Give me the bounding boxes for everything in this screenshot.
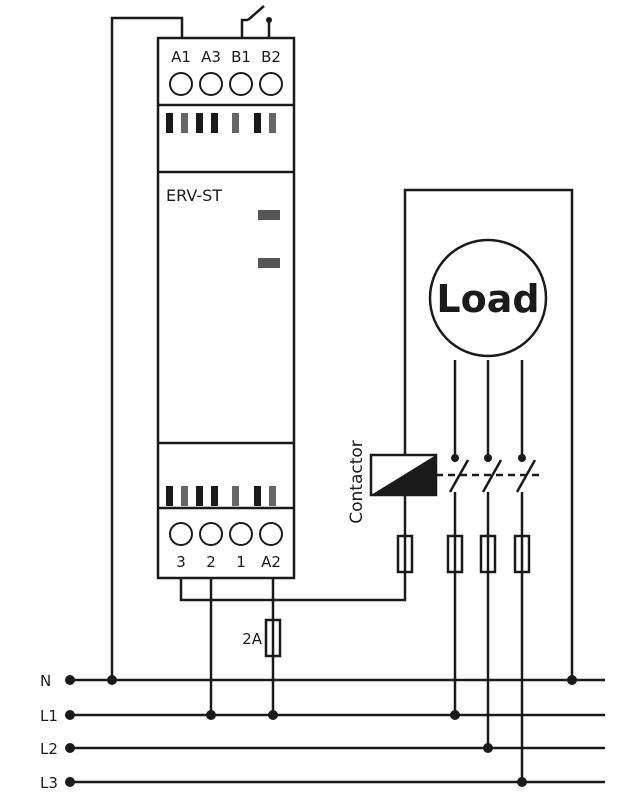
bus-end-dot-l2	[65, 743, 75, 753]
top-terminal-screw	[199, 72, 223, 96]
top-terminal-screw	[229, 72, 253, 96]
top-terminal-label-b1: B1	[231, 48, 251, 66]
bottom-terminal-screw	[229, 522, 253, 546]
junction-l1-phase1	[450, 710, 460, 720]
contactor-main-contacts	[436, 360, 540, 536]
junction-l1-terminal2	[206, 710, 216, 720]
bottom-terminal-label-1: 1	[236, 553, 246, 571]
top-terminal-label-a1: A1	[171, 48, 191, 66]
junction-n-contactor	[567, 675, 577, 685]
bottom-terminal-screw	[199, 522, 223, 546]
device-name: ERV-ST	[166, 186, 222, 205]
bus-end-dot-l1	[65, 710, 75, 720]
bottom-terminal-screw	[169, 522, 193, 546]
bus-label-l1: L1	[40, 707, 58, 725]
bottom-terminal-screw	[259, 522, 283, 546]
bus-label-l2: L2	[40, 740, 58, 758]
load-label: Load	[436, 277, 539, 321]
wire-terminal3-to-contactor	[179, 572, 407, 602]
junction-l1-a2	[268, 710, 278, 720]
top-terminal-screw	[259, 72, 283, 96]
power-bus: N L1 L2 L3	[40, 672, 605, 792]
wire-contactor-to-n	[403, 188, 574, 680]
junction-l3-phase3	[517, 777, 527, 787]
relay-device: A1 A3 B1 B2 ERV-ST	[156, 36, 296, 580]
bottom-vent-slots	[166, 486, 276, 506]
bus-label-n: N	[40, 672, 51, 690]
top-terminal-screw	[169, 72, 193, 96]
bus-end-dot-l3	[65, 777, 75, 787]
fuse-2a-label: 2A	[242, 630, 263, 648]
b1-b2-switch	[240, 5, 272, 38]
indicator-led-1	[258, 210, 280, 220]
bus-end-dot-n	[65, 675, 75, 685]
top-terminal-label-a3: A3	[201, 48, 221, 66]
top-terminal-label-b2: B2	[261, 48, 281, 66]
indicator-led-2	[258, 258, 280, 268]
top-vent-slots	[166, 113, 276, 133]
bottom-terminal-label-3: 3	[176, 553, 186, 571]
contactor-label: Contactor	[347, 440, 367, 524]
phase-fuses	[446, 534, 531, 574]
bus-label-l3: L3	[40, 774, 58, 792]
junction-l2-phase2	[483, 743, 493, 753]
load: Load	[428, 238, 548, 358]
bottom-terminal-label-2: 2	[206, 553, 216, 571]
contactor-coil	[369, 453, 438, 497]
wire-a1-to-n	[110, 16, 184, 680]
junction-n-a1	[107, 675, 117, 685]
bottom-terminal-label-a2: A2	[261, 553, 281, 571]
